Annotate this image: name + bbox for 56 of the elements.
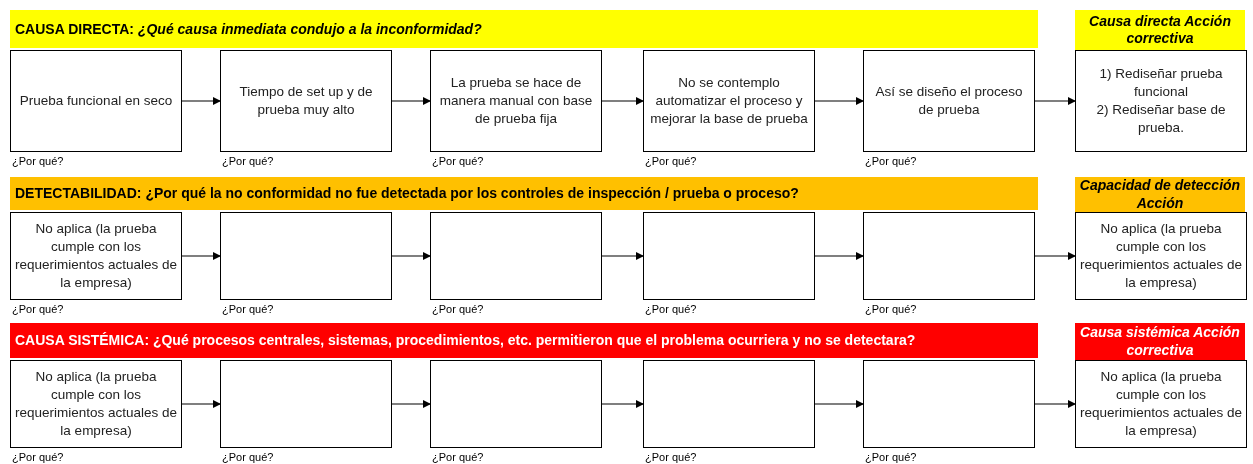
why-prompt: ¿Por qué?: [865, 155, 917, 167]
why-prompt: ¿Por qué?: [865, 303, 917, 315]
column-header: Causa directa Acción correctiva: [1075, 10, 1245, 50]
arrow: [1034, 400, 1076, 408]
action-item: 2) Rediseñar base de prueba.: [1095, 101, 1227, 138]
cause-box: Tiempo de set up y de prueba muy alto: [220, 50, 392, 152]
empty-box: [430, 360, 602, 448]
column-header: Causa sistémica Acción correctiva: [1075, 323, 1245, 360]
why-prompt: ¿Por qué?: [222, 155, 274, 167]
arrow: [1034, 252, 1076, 260]
section-header-band: CAUSA SISTÉMICA: ¿Qué procesos centrales, sistemas, procedimientos, etc. permitieron que el problema ocurriera y no se detectara?: [10, 323, 1038, 358]
arrow: [601, 252, 644, 260]
empty-box: [863, 360, 1035, 448]
why-prompt: ¿Por qué?: [645, 303, 697, 315]
cause-box: Prueba funcional en seco: [10, 50, 182, 152]
action-item: 1) Rediseñar prueba funcional: [1098, 64, 1224, 101]
arrow: [601, 400, 644, 408]
why-prompt: ¿Por qué?: [645, 155, 697, 167]
why-prompt: ¿Por qué?: [865, 451, 917, 463]
arrow: [391, 252, 431, 260]
cause-box: No aplica (la prueba cumple con los requerimientos actuales de la empresa): [10, 360, 182, 448]
why-prompt: ¿Por qué?: [12, 303, 64, 315]
cause-box: [1075, 50, 1247, 152]
empty-box: [220, 212, 392, 300]
why-prompt: ¿Por qué?: [222, 303, 274, 315]
empty-box: [430, 212, 602, 300]
empty-box: [220, 360, 392, 448]
arrow: [814, 400, 864, 408]
cause-box: Así se diseño el proceso de prueba: [863, 50, 1035, 152]
cause-box: La prueba se hace de manera manual con base de prueba fija: [430, 50, 602, 152]
why-prompt: ¿Por qué?: [432, 155, 484, 167]
cause-box: No aplica (la prueba cumple con los requerimientos actuales de la empresa): [1075, 360, 1247, 448]
empty-box: [643, 212, 815, 300]
why-prompt: ¿Por qué?: [222, 451, 274, 463]
why-prompt: ¿Por qué?: [12, 155, 64, 167]
arrow: [1034, 97, 1076, 105]
cause-box: No aplica (la prueba cumple con los requerimientos actuales de la empresa): [10, 212, 182, 300]
column-header: Capacidad de detección Acción: [1075, 177, 1245, 212]
arrow: [391, 97, 431, 105]
empty-box: [863, 212, 1035, 300]
arrow: [814, 252, 864, 260]
cause-box: No se contemplo automatizar el proceso y mejorar la base de prueba: [643, 50, 815, 152]
arrow: [391, 400, 431, 408]
empty-box: [643, 360, 815, 448]
why-prompt: ¿Por qué?: [432, 303, 484, 315]
cause-box: No aplica (la prueba cumple con los requerimientos actuales de la empresa): [1075, 212, 1247, 300]
arrow: [181, 252, 221, 260]
why-prompt: ¿Por qué?: [12, 451, 64, 463]
arrow: [181, 400, 221, 408]
arrow: [181, 97, 221, 105]
section-header-band: DETECTABILIDAD: ¿Por qué la no conformidad no fue detectada por los controles de inspección / prueba o proceso?: [10, 177, 1038, 210]
arrow: [601, 97, 644, 105]
arrow: [814, 97, 864, 105]
why-prompt: ¿Por qué?: [432, 451, 484, 463]
section-header-band: CAUSA DIRECTA: ¿Qué causa inmediata condujo a la inconformidad?: [10, 10, 1038, 48]
why-prompt: ¿Por qué?: [645, 451, 697, 463]
